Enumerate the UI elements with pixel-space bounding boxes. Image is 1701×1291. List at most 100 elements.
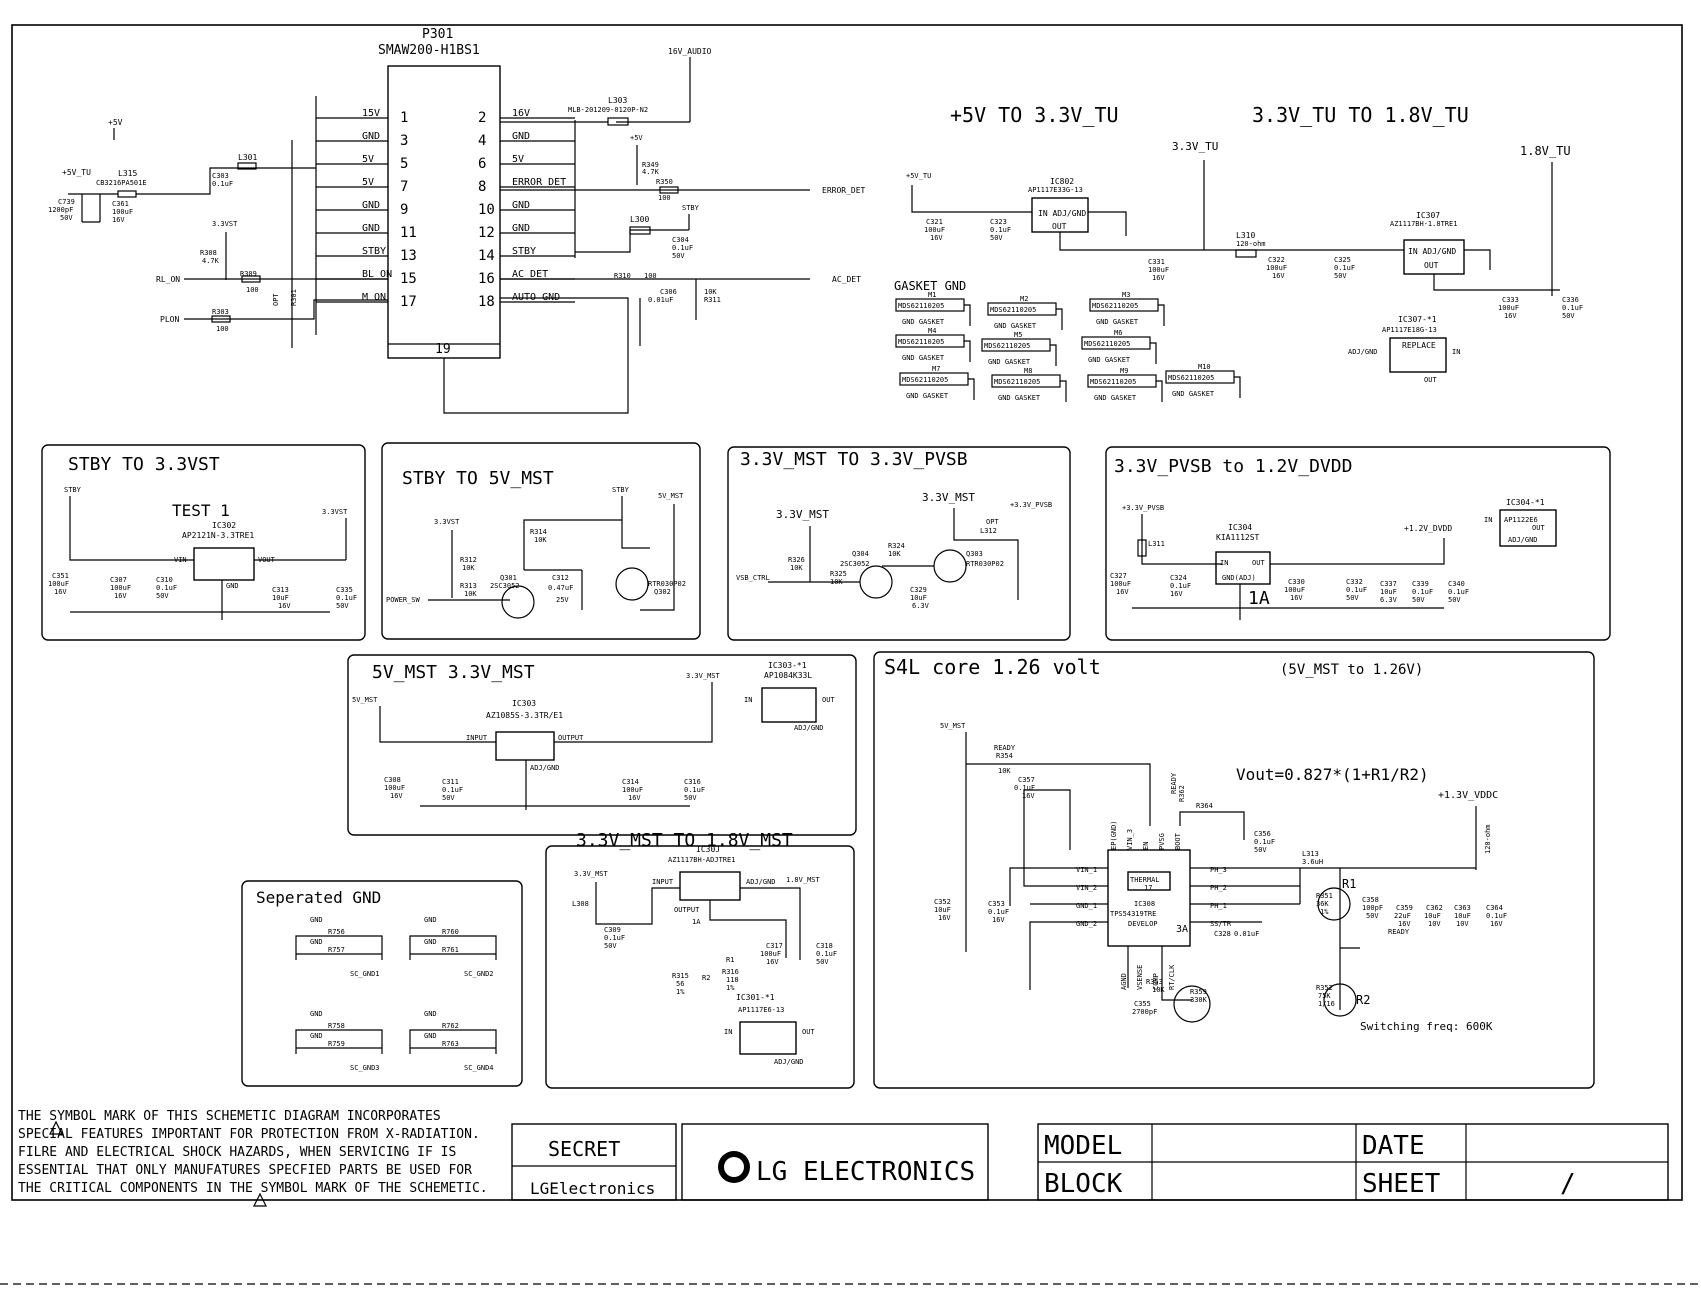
value-c739: 1200pF	[48, 206, 73, 214]
label-r326: R326	[788, 556, 805, 564]
label-c332: C332	[1346, 578, 1363, 586]
label-c359: C359	[1396, 904, 1413, 912]
amp-ic30j: 1A	[692, 918, 701, 926]
connector-pin-right-net: GND	[512, 223, 530, 234]
gasket-ref: M8	[1024, 367, 1032, 375]
connector-pin-left-num: 5	[400, 156, 408, 172]
value-c322: 100uF	[1266, 264, 1287, 272]
gasket-label: GND GASKET	[1172, 390, 1215, 398]
connector-pin-right-net: GND	[512, 131, 530, 142]
label-l300: L300	[630, 215, 649, 224]
net-5v-b: +5V	[630, 134, 643, 142]
block-mst-pvsb: 3.3V_MST TO 3.3V_PVSB 3.3V_MST 3.3V_MST …	[727, 446, 1071, 641]
part-ic308: TPS54319TRE	[1110, 910, 1156, 918]
label-test1: TEST 1	[172, 501, 230, 520]
titleblock-block: BLOCK	[1044, 1169, 1123, 1199]
ic301b-body	[739, 1021, 797, 1055]
label-ic304: IC304	[1228, 523, 1252, 532]
part-ic303: AZ1085S-3.3TR/E1	[486, 711, 563, 720]
label-r314: R314	[530, 528, 547, 536]
value-r312: 10K	[462, 564, 475, 572]
label-c310: C310	[156, 576, 173, 584]
connector-pin-left-net: 5V	[362, 154, 374, 165]
sep-res-b: R761	[442, 946, 459, 954]
net-5vmst-a: 5V_MST	[658, 492, 684, 500]
label-c361: C361	[112, 200, 129, 208]
net-ac-det: AC_DET	[832, 275, 861, 284]
rating-c324: 16V	[1170, 590, 1183, 598]
vin-ic302: VIN	[174, 556, 187, 564]
safety-note-line: SPECIAL FEATURES IMPORTANT FOR PROTECTIO…	[18, 1127, 480, 1142]
lg-big-label: LG ELECTRONICS	[756, 1157, 975, 1187]
gasket-part: MDS62110205	[994, 378, 1040, 386]
label-l-ohm: 120-ohm	[1484, 824, 1492, 854]
ic308-pin-top: VIN_3	[1126, 829, 1134, 850]
ic308-thermal	[1127, 871, 1171, 891]
safety-note: THE SYMBOL MARK OF THIS SCHEMETIC DIAGRA…	[18, 1109, 488, 1196]
part-ic301b: AP1117E6-13	[738, 1006, 784, 1014]
value-c324: 0.1uF	[1170, 582, 1191, 590]
value-c339: 0.1uF	[1412, 588, 1433, 596]
value-c336: 0.1uF	[1562, 304, 1583, 312]
part-ic304b: AP1122E6	[1504, 516, 1538, 524]
pins-ic802: IN ADJ/GND	[1038, 209, 1086, 218]
block-pvsb-dvdd: 3.3V_PVSB to 1.2V_DVDD +3.3V_PVSB +1.2V_…	[1105, 446, 1611, 641]
frame-separated-gnd	[241, 880, 523, 1087]
label-c316: C316	[684, 778, 701, 786]
value-c313: 10uF	[272, 594, 289, 602]
thermal-label: THERMAL	[1130, 876, 1160, 884]
value-r311: 10K	[704, 288, 717, 296]
frame-stby-5vmst	[381, 442, 701, 640]
label-r359: R359	[1190, 988, 1207, 996]
ic304b-body	[1499, 509, 1557, 547]
label-c324: C324	[1170, 574, 1187, 582]
value-c303: 0.1uF	[212, 180, 233, 188]
net-vddc: +1.3V_VDDC	[1438, 790, 1498, 801]
connector-pin-right-net: AC_DET	[512, 269, 548, 280]
label-c358: C358	[1362, 896, 1379, 904]
titleblock-sheet: SHEET	[1362, 1169, 1441, 1199]
value-r349: 4.7K	[642, 168, 660, 176]
value-c307: 100uF	[110, 584, 131, 592]
label-r349: R349	[642, 161, 659, 169]
ic302-body	[193, 547, 255, 581]
gasket-part: MDS62110205	[1090, 378, 1136, 386]
adj-ic301b: ADJ/GND	[774, 1058, 804, 1066]
label-ic307: IC307	[1416, 211, 1440, 220]
label-opt-b: OPT	[986, 518, 999, 526]
part-q304: 2SC3052	[840, 560, 870, 568]
connector-pin-left-num: 9	[400, 202, 408, 218]
sep-net: SC_GND2	[464, 970, 494, 978]
title-gasket-gnd: GASKET GND	[894, 279, 966, 293]
amp-ic304: 1A	[1248, 588, 1270, 609]
input-ic303: INPUT	[466, 734, 488, 742]
footer: THE SYMBOL MARK OF THIS SCHEMETIC DIAGRA…	[18, 1109, 1669, 1207]
connector-pin-right-num: 8	[478, 179, 486, 195]
gasket-ref: M2	[1020, 295, 1028, 303]
gasket-part: MDS62110205	[984, 342, 1030, 350]
connector-pin-19: 19	[435, 342, 451, 357]
value-c333: 100uF	[1498, 304, 1519, 312]
net-1v8-tu: 1.8V_TU	[1520, 144, 1571, 158]
sep-gnd-label-b: GND	[310, 938, 323, 946]
input-ic30j: INPUT	[652, 878, 674, 886]
net-rl-on: RL_ON	[156, 275, 180, 284]
lge-small-label: LGElectronics	[530, 1179, 655, 1198]
value-c317: 100uF	[760, 950, 781, 958]
rating-c361: 16V	[112, 216, 125, 224]
net-3v3st: 3.3VST	[212, 220, 238, 228]
connector-pin-right-num: 10	[478, 202, 495, 218]
ic308-pin-top: EP(GND)	[1110, 820, 1118, 850]
develop-ic308: DEVELOP	[1128, 920, 1158, 928]
label-l315: L315	[118, 169, 137, 178]
label-r1-b: R1	[1342, 877, 1356, 891]
out-ic304: OUT	[1252, 559, 1265, 567]
rating-c318: 50V	[816, 958, 829, 966]
label-c339: C339	[1412, 580, 1429, 588]
ic308-body	[1107, 849, 1191, 947]
gasket-part: MDS62110205	[902, 376, 948, 384]
gasket-ref: M1	[928, 291, 936, 299]
